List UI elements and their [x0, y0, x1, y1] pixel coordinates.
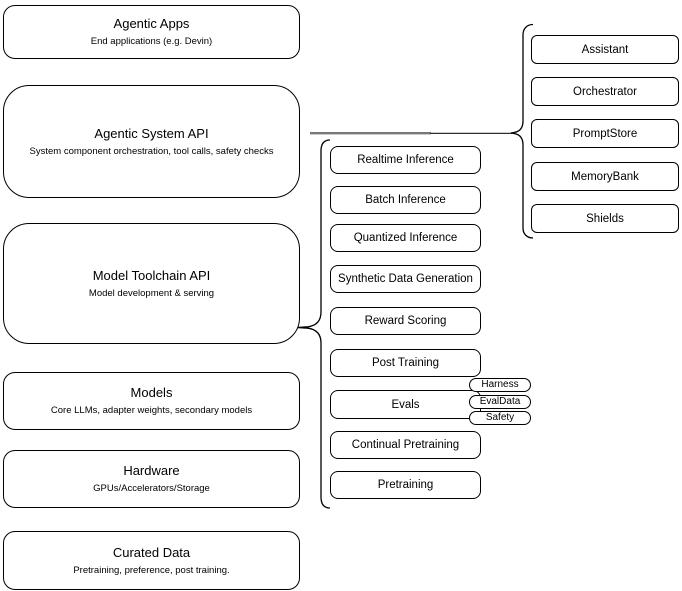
toolchain-item-reward-scoring: Reward Scoring — [330, 307, 481, 335]
box-subtitle: Model development & serving — [88, 287, 215, 299]
component-promptstore: PromptStore — [531, 119, 679, 148]
eval-tag-label: Harness — [481, 379, 519, 390]
box-title: Agentic Apps — [113, 16, 190, 31]
toolchain-item-label: Evals — [391, 398, 420, 411]
component-label: MemoryBank — [571, 170, 639, 183]
box-models: Models Core LLMs, adapter weights, secon… — [3, 372, 300, 430]
toolchain-item-label: Post Training — [371, 357, 440, 369]
component-orchestrator: Orchestrator — [531, 77, 679, 106]
eval-tag-evaldata: EvalData — [469, 395, 531, 409]
system-components-brace — [510, 23, 534, 239]
box-agentic-apps: Agentic Apps End applications (e.g. Devi… — [3, 5, 300, 59]
component-shields: Shields — [531, 204, 679, 233]
box-title: Hardware — [123, 463, 180, 478]
component-memorybank: MemoryBank — [531, 162, 679, 191]
eval-tag-label: EvalData — [479, 396, 521, 407]
toolchain-item-label: Reward Scoring — [364, 315, 447, 327]
toolchain-item-quantized-inference: Quantized Inference — [330, 224, 481, 252]
eval-tag-harness: Harness — [469, 378, 531, 392]
box-subtitle: End applications (e.g. Devin) — [90, 36, 213, 47]
box-title: Agentic System API — [94, 125, 209, 141]
box-curated-data: Curated Data Pretraining, preference, po… — [3, 531, 300, 590]
box-subtitle: Core LLMs, adapter weights, secondary mo… — [50, 405, 253, 416]
toolchain-item-evals: Evals — [330, 390, 481, 419]
toolchain-item-label: Pretraining — [377, 479, 434, 491]
box-title: Model Toolchain API — [92, 267, 211, 283]
component-label: Shields — [586, 212, 624, 225]
toolchain-item-synthetic-data-generation: Synthetic Data Generation — [330, 265, 481, 293]
toolchain-item-label: Synthetic Data Generation — [338, 273, 473, 285]
component-assistant: Assistant — [531, 35, 679, 64]
box-title: Models — [130, 385, 173, 400]
toolchain-brace — [296, 139, 331, 509]
box-hardware: Hardware GPUs/Accelerators/Storage — [3, 450, 300, 508]
eval-tag-safety: Safety — [469, 411, 531, 425]
toolchain-item-realtime-inference: Realtime Inference — [330, 146, 481, 174]
toolchain-item-pretraining: Pretraining — [330, 471, 481, 499]
box-subtitle: System component orchestration, tool cal… — [29, 145, 274, 157]
component-label: Assistant — [581, 43, 629, 56]
toolchain-item-continual-pretraining: Continual Pretraining — [330, 431, 481, 459]
box-subtitle: Pretraining, preference, post training. — [73, 564, 230, 576]
box-model-toolchain-api: Model Toolchain API Model development & … — [3, 223, 300, 344]
toolchain-item-label: Continual Pretraining — [351, 439, 460, 451]
component-label: Orchestrator — [573, 85, 637, 98]
box-title: Curated Data — [112, 544, 191, 560]
box-subtitle: GPUs/Accelerators/Storage — [93, 483, 210, 494]
eval-tag-label: Safety — [485, 412, 515, 423]
toolchain-item-batch-inference: Batch Inference — [330, 186, 481, 214]
toolchain-item-label: Realtime Inference — [357, 154, 454, 166]
box-agentic-system-api: Agentic System API System component orch… — [3, 85, 300, 198]
toolchain-item-label: Quantized Inference — [353, 232, 458, 244]
component-label: PromptStore — [572, 127, 638, 140]
toolchain-item-post-training: Post Training — [330, 349, 481, 377]
toolchain-item-label: Batch Inference — [365, 194, 446, 206]
